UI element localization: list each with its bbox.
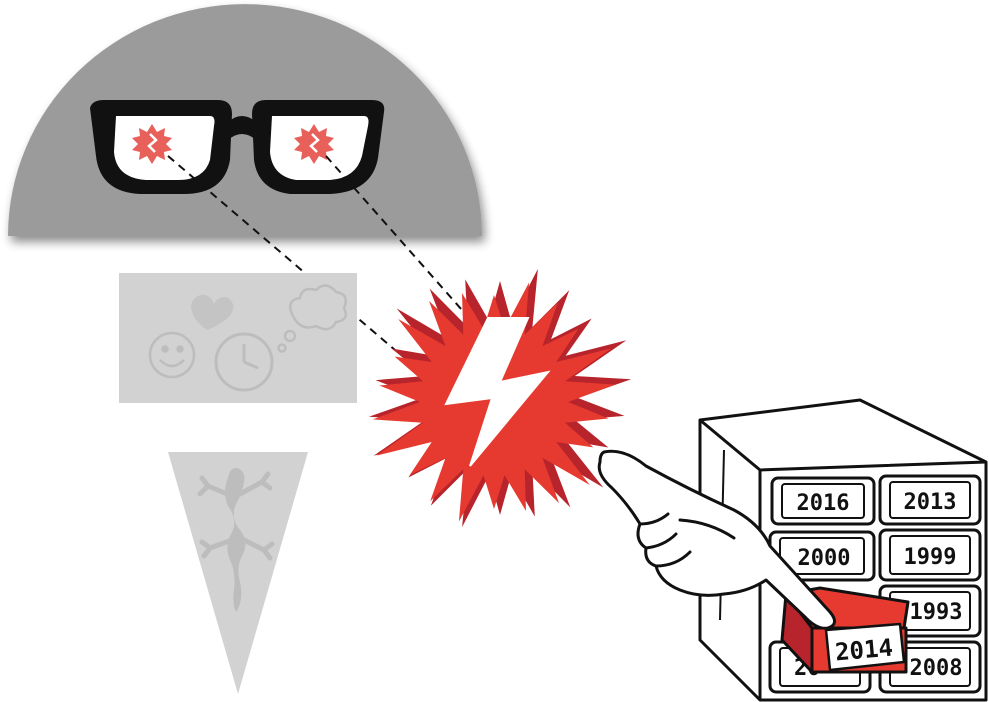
drawer-label-2013: 2013 <box>904 490 957 515</box>
drawer-label-2014: 2014 <box>834 634 894 667</box>
drawer-label-2000: 2000 <box>798 546 851 571</box>
drawer-2013: 2013 <box>880 476 980 524</box>
emotion-panel <box>119 273 357 403</box>
drawer-2016: 2016 <box>772 478 874 524</box>
drawer-label-1993: 1993 <box>910 600 963 625</box>
drawer-1999: 1999 <box>880 530 980 580</box>
trigger-starburst <box>369 269 631 527</box>
drawer-label-1999: 1999 <box>904 545 957 570</box>
drawer-label-2016: 2016 <box>797 491 850 516</box>
instinct-triangle <box>168 452 308 694</box>
drawer-label-2008: 2008 <box>910 656 963 681</box>
